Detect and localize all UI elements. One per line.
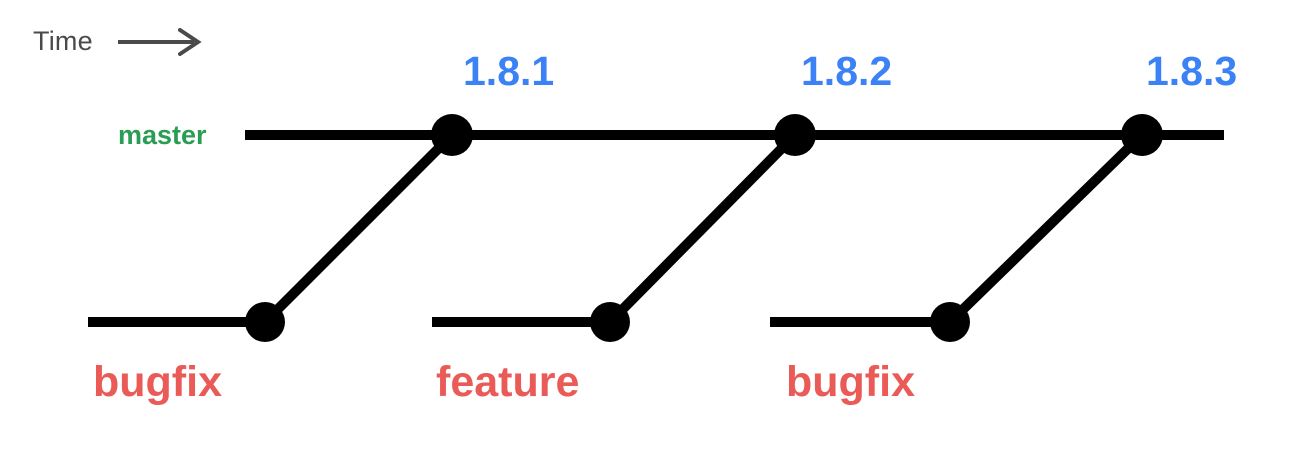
branch-node-bugfix-2	[930, 302, 970, 342]
merge-line-3	[946, 131, 1146, 326]
branch-nodes	[245, 302, 970, 342]
branch-node-feature	[590, 302, 630, 342]
merge-connectors	[261, 131, 1146, 326]
release-node-1	[431, 114, 473, 156]
branch-label-feature: feature	[436, 358, 580, 406]
branch-label-bugfix-2: bugfix	[786, 358, 915, 406]
branch-label-bugfix-1: bugfix	[93, 358, 222, 406]
branch-label-master: master	[118, 120, 207, 150]
time-arrow-icon	[118, 28, 210, 56]
version-tag-3: 1.8.3	[1146, 48, 1238, 94]
version-tag-1: 1.8.1	[463, 48, 555, 94]
version-tag-2: 1.8.2	[801, 48, 893, 94]
merge-line-2	[606, 131, 799, 326]
release-nodes	[431, 114, 1163, 156]
release-node-3	[1121, 114, 1163, 156]
branch-node-bugfix-1	[245, 302, 285, 342]
release-node-2	[774, 114, 816, 156]
time-axis-label: Time	[33, 26, 93, 56]
merge-line-1	[261, 131, 456, 326]
